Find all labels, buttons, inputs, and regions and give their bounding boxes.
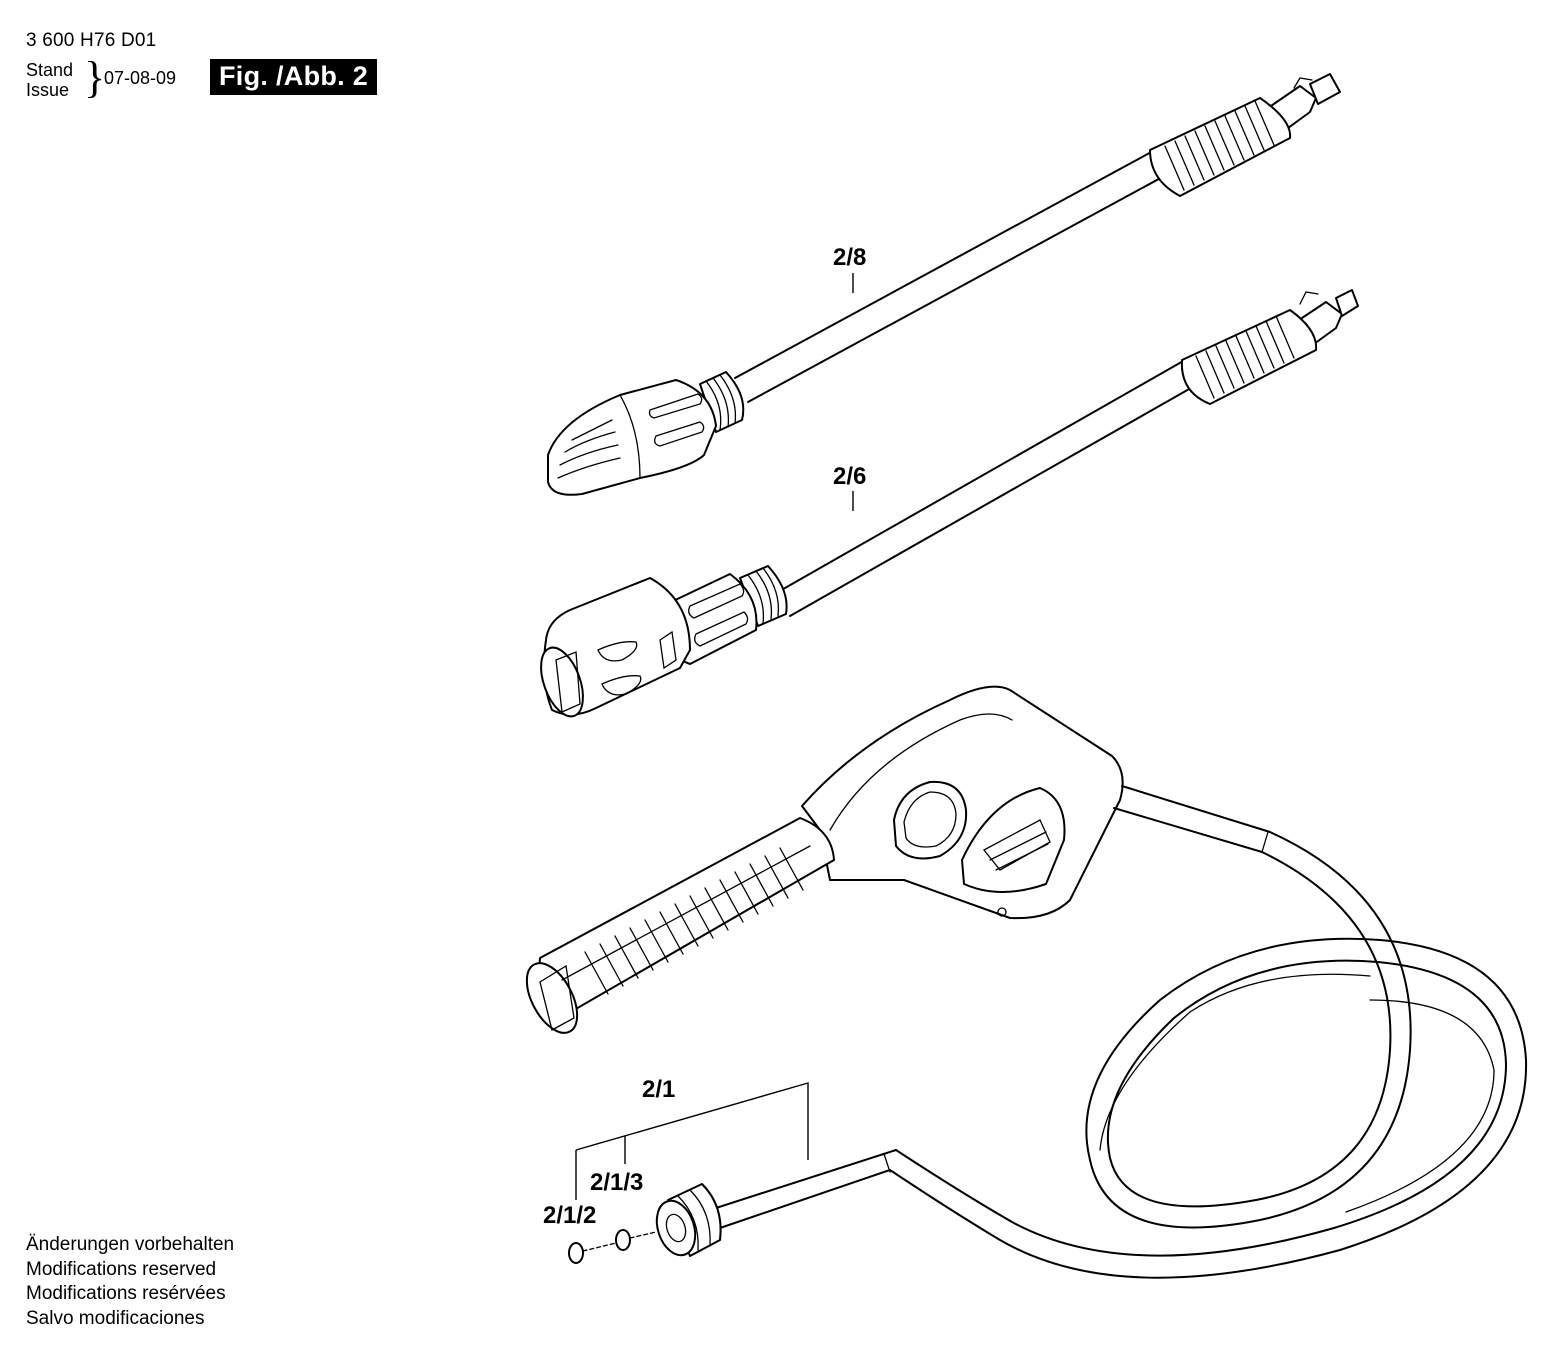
lance-2-8-drawing xyxy=(547,73,1341,496)
figure-badge: Fig. /Abb. 2 xyxy=(210,59,378,95)
seal-2-1-2-ring xyxy=(568,1242,584,1264)
callout-2-8: 2/8 xyxy=(833,244,866,271)
brace-glyph: } xyxy=(84,53,106,102)
lance-2-6-drawing xyxy=(540,289,1359,718)
issue-date: 07-08-09 xyxy=(104,68,177,88)
callout-2-1-3: 2/1/3 xyxy=(590,1169,643,1196)
callout-2-6: 2/6 xyxy=(833,463,866,490)
leader-lines xyxy=(575,273,854,1200)
issue-label: Issue xyxy=(26,80,70,100)
stand-issue-labels: Stand Issue xyxy=(26,60,73,100)
stand-label: Stand xyxy=(26,60,74,80)
note-spanish: Salvo modificaciones xyxy=(26,1307,205,1329)
spray-gun-drawing xyxy=(525,685,1528,1279)
callout-2-1: 2/1 xyxy=(642,1076,675,1103)
modification-notes: Änderungen vorbehalten Modifications res… xyxy=(26,1233,234,1331)
seal-2-1-3-ring xyxy=(615,1229,631,1251)
note-english: Modifications reserved xyxy=(26,1258,217,1280)
note-german: Änderungen vorbehalten xyxy=(26,1234,235,1255)
note-french: Modifications resérvées xyxy=(26,1283,226,1304)
document-code: 3 600 H76 D01 xyxy=(26,30,157,51)
callout-2-1-2: 2/1/2 xyxy=(543,1202,596,1229)
